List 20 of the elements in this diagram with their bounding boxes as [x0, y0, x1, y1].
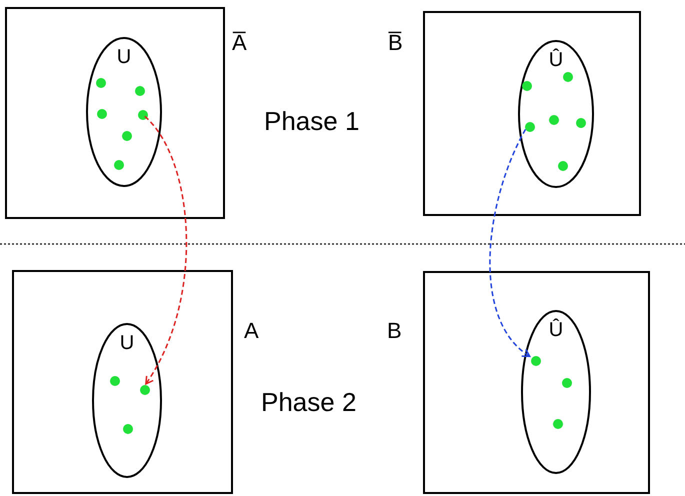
dashed-arrow	[144, 116, 188, 385]
phase-label: Phase 2	[261, 389, 356, 415]
set-label: U	[116, 47, 132, 67]
frame-box	[423, 11, 641, 216]
ellipse	[92, 323, 162, 478]
frame-box	[423, 271, 650, 494]
ellipse	[86, 37, 162, 187]
set-name: A̅	[232, 32, 247, 54]
ellipse	[521, 310, 591, 474]
ellipse	[518, 40, 594, 188]
set-name: B	[387, 320, 402, 342]
set-label: Û	[548, 320, 564, 340]
set-name: A	[244, 320, 259, 342]
phase-label: Phase 1	[264, 108, 360, 134]
set-label: U	[120, 333, 134, 353]
set-name: B̅	[388, 32, 403, 54]
dashed-arrow	[489, 129, 530, 358]
set-label: Û	[548, 50, 564, 70]
frame-box	[5, 7, 225, 219]
frame-box	[12, 270, 233, 494]
